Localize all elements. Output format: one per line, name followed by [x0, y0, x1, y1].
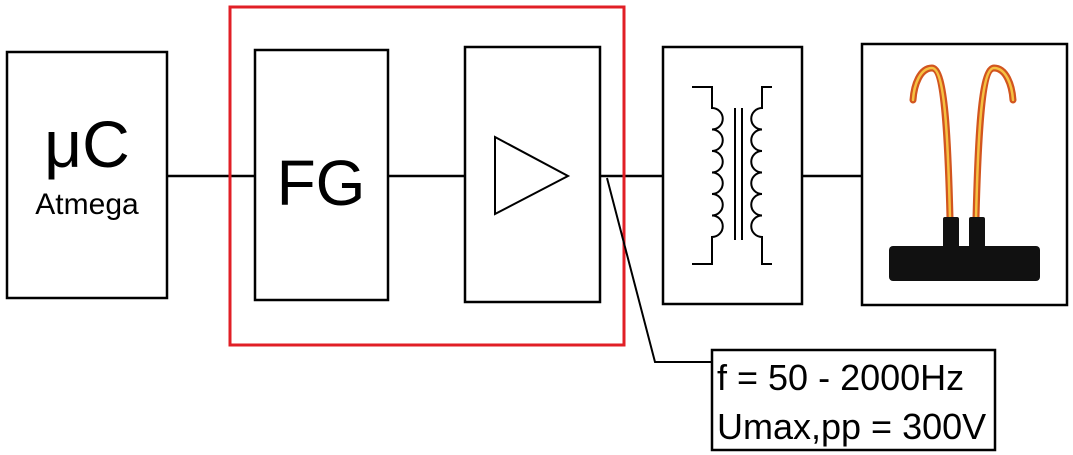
plasma-block [860, 42, 1069, 307]
function-generator-box [253, 48, 390, 302]
right-electrode [969, 217, 985, 251]
amplifier-block [463, 45, 602, 304]
microcontroller-symbol: μC [44, 107, 130, 181]
function-generator-block: FG [253, 48, 390, 302]
highlight-frame [228, 5, 626, 347]
microcontroller-label: Atmega [35, 188, 139, 221]
amplifier-triangle-icon [494, 135, 571, 216]
right-arc-inner [974, 66, 1015, 220]
callout-frame [710, 348, 997, 452]
primary-winding [692, 86, 724, 265]
secondary-winding [750, 86, 772, 265]
callout-box: f = 50 - 2000Hz Umax,pp = 300V [710, 348, 997, 452]
transformer-core [734, 108, 743, 240]
left-electrode [943, 217, 959, 251]
transformer-block [661, 45, 804, 306]
transformer-box [661, 45, 804, 306]
electrode-base [889, 246, 1040, 281]
callout-voltage: Umax,pp = 300V [717, 406, 986, 447]
transformer-icon [692, 86, 772, 265]
microcontroller-block: μC Atmega [5, 50, 169, 300]
callout-leader-line [606, 177, 712, 363]
left-arc-inner [911, 66, 952, 220]
microcontroller-box [5, 50, 169, 300]
plasma-arc-electrode-icon [889, 64, 1040, 281]
function-generator-label: FG [277, 147, 366, 219]
callout-frequency: f = 50 - 2000Hz [717, 357, 964, 398]
